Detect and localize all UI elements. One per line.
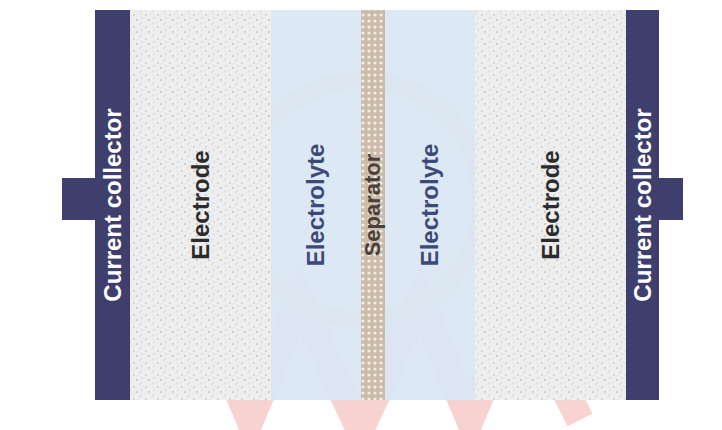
band-label: Electrolyte xyxy=(304,144,328,267)
electrolyte-band: Electrolyte xyxy=(385,10,475,400)
electrode-band: Electrode xyxy=(130,10,271,400)
current-collector: Current collector xyxy=(626,10,659,400)
band-label: Electrode xyxy=(539,150,563,259)
electrode-band: Electrode xyxy=(475,10,626,400)
separator-band: Separator xyxy=(361,10,385,400)
band-label: Current collector xyxy=(101,108,125,301)
current-collector: Current collector xyxy=(95,10,130,400)
band-label: Current collector xyxy=(631,108,655,301)
electrolyte-band: Electrolyte xyxy=(271,10,361,400)
band-label: Electrolyte xyxy=(418,144,442,267)
band-label: Electrode xyxy=(189,150,213,259)
band-label: Separator xyxy=(362,154,384,257)
